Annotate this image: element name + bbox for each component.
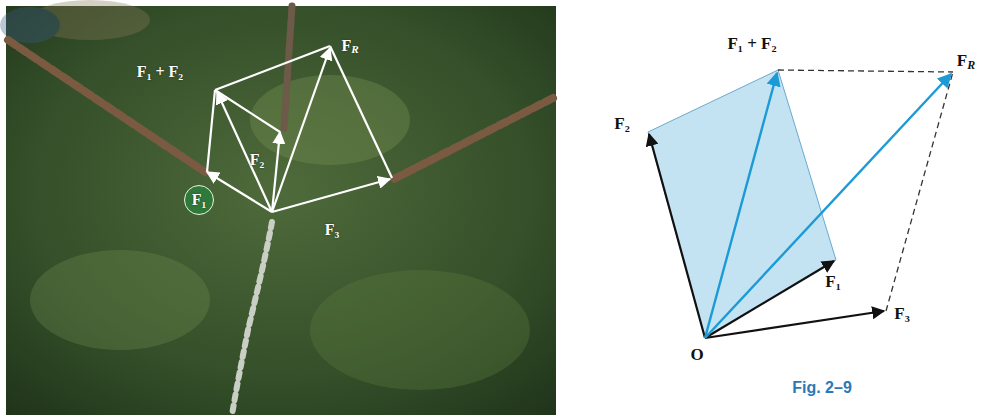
chains — [8, 6, 553, 415]
vector-label: F₁ — [192, 191, 207, 209]
vector-label: F₂ — [614, 114, 629, 134]
vector-label: FR — [341, 37, 358, 56]
vector-label: F₂ — [250, 151, 265, 169]
grass-texture — [0, 0, 530, 390]
diagram-vectors — [649, 70, 953, 338]
photo-ground — [6, 6, 556, 415]
photo-vectors — [207, 46, 392, 212]
origin-label: O — [690, 345, 703, 365]
label-circle: F₁ — [184, 185, 214, 215]
vector-label: FR — [957, 51, 975, 73]
figure-caption: Fig. 2–9 — [792, 379, 852, 397]
vector-label: F₃ — [325, 221, 340, 239]
vector-label: F₁ + F₂ — [727, 34, 776, 54]
vector-label: F₃ — [894, 304, 909, 324]
vector-label: F₁ — [825, 272, 840, 292]
vector-label: F₁ + F₂ — [137, 63, 183, 81]
